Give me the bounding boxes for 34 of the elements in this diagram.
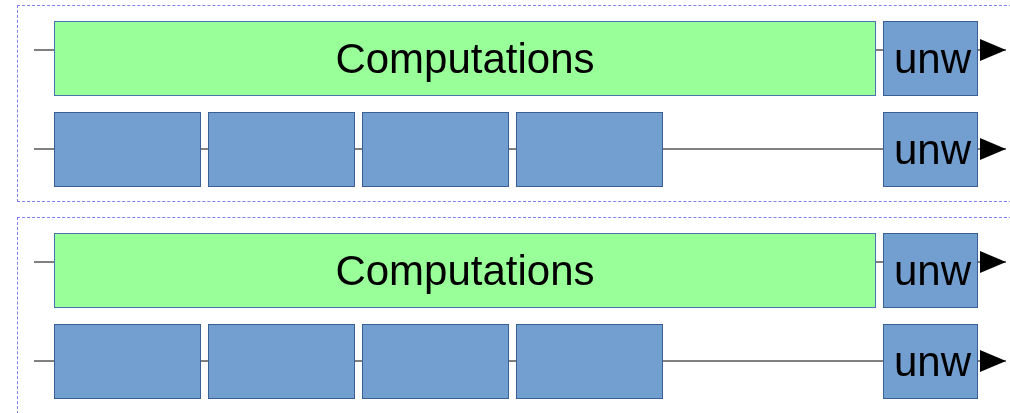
connector-line xyxy=(875,49,884,51)
timeline-block xyxy=(516,324,663,399)
arrow xyxy=(977,350,1007,372)
connector-line xyxy=(200,148,209,150)
connector-line xyxy=(508,148,517,150)
dashed-group-frame xyxy=(17,5,1010,202)
connector-line xyxy=(200,360,209,362)
arrow xyxy=(977,39,1007,61)
timeline-block xyxy=(516,112,663,187)
connector-line xyxy=(33,49,55,51)
connector-line xyxy=(354,360,363,362)
arrow xyxy=(977,138,1007,160)
timeline-block xyxy=(54,112,201,187)
arrow xyxy=(977,251,1007,273)
connector-line xyxy=(33,261,55,263)
connector-line xyxy=(662,148,884,150)
labeled-block: unw xyxy=(883,324,978,399)
dashed-group-frame xyxy=(17,217,1010,413)
timeline-block xyxy=(362,324,509,399)
connector-line xyxy=(662,360,884,362)
labeled-block: unw xyxy=(883,21,978,96)
connector-line xyxy=(33,360,55,362)
timeline-block xyxy=(362,112,509,187)
connector-line xyxy=(33,148,55,150)
connector-line xyxy=(508,360,517,362)
connector-line xyxy=(354,148,363,150)
labeled-block: unw xyxy=(883,112,978,187)
timeline-block xyxy=(208,112,355,187)
timeline-block xyxy=(208,324,355,399)
labeled-block: Computations xyxy=(54,233,876,308)
timeline-block xyxy=(54,324,201,399)
connector-line xyxy=(875,261,884,263)
labeled-block: unw xyxy=(883,233,978,308)
labeled-block: Computations xyxy=(54,21,876,96)
